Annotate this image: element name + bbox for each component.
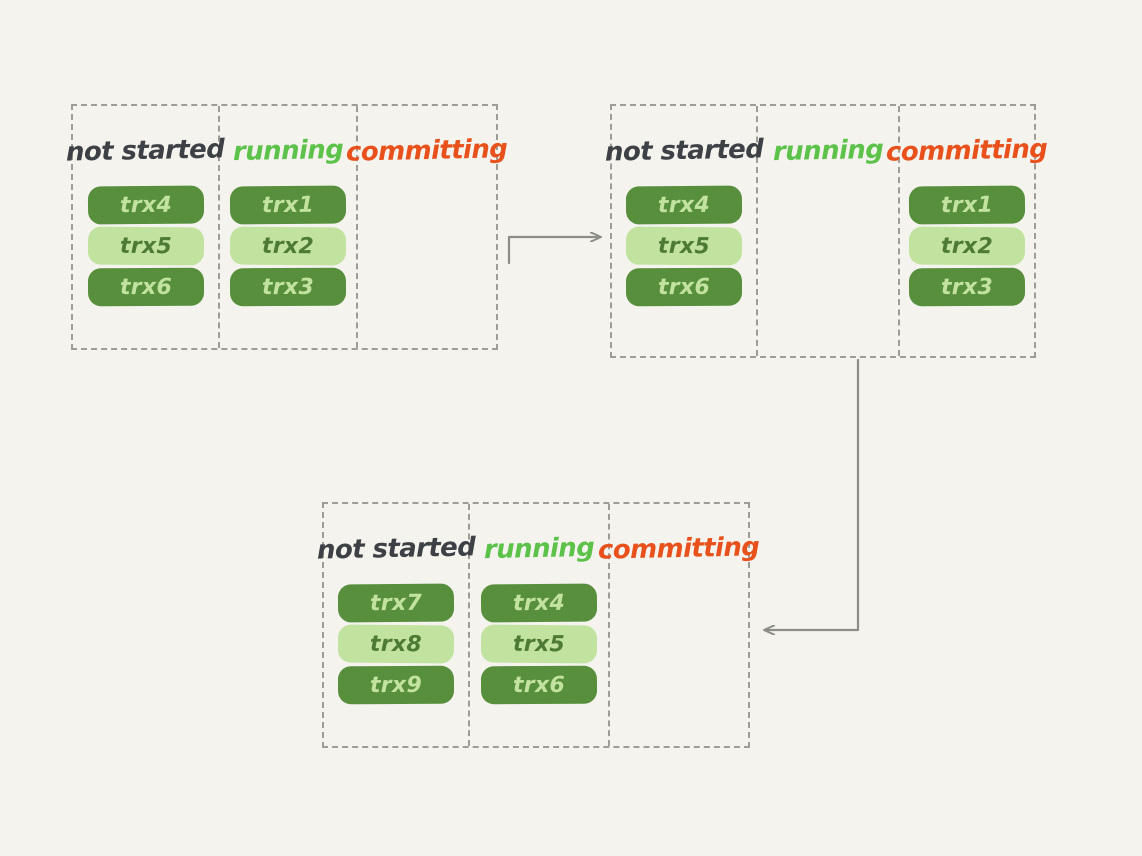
column-committing-2[interactable]: committing trx1 trx2 trx3 bbox=[886, 106, 1048, 356]
column-committing-3[interactable]: committing bbox=[598, 504, 760, 746]
column-committing-1[interactable]: committing bbox=[346, 106, 508, 348]
pill-stack-running-3: trx4 trx5 trx6 bbox=[480, 583, 598, 707]
pill-stack-not-started-1: trx4 trx5 trx6 bbox=[87, 185, 204, 309]
trx-pill[interactable]: trx7 bbox=[337, 583, 455, 623]
pill-stack-not-started-3: trx7 trx8 trx9 bbox=[337, 583, 455, 707]
state-panel-1[interactable]: not started trx4 trx5 trx6 running trx1 … bbox=[66, 104, 508, 350]
trx-pill[interactable]: trx2 bbox=[908, 226, 1026, 266]
trx-pill[interactable]: trx4 bbox=[625, 185, 743, 225]
state-panel-3[interactable]: not started trx7 trx8 trx9 running trx4 … bbox=[317, 502, 760, 748]
column-title-running: running bbox=[772, 134, 884, 168]
trx-pill[interactable]: trx3 bbox=[908, 267, 1026, 307]
trx-pill[interactable]: trx5 bbox=[87, 226, 204, 266]
column-title-not-started: not started bbox=[66, 134, 225, 168]
state-panel-2[interactable]: not started trx4 trx5 trx6 running commi… bbox=[605, 104, 1048, 358]
trx-pill[interactable]: trx5 bbox=[480, 624, 598, 664]
arrow-panel2-to-panel3 bbox=[765, 358, 860, 630]
trx-pill[interactable]: trx8 bbox=[337, 624, 455, 664]
trx-pill[interactable]: trx6 bbox=[480, 665, 598, 705]
column-not-started-2[interactable]: not started trx4 trx5 trx6 bbox=[605, 106, 763, 356]
trx-pill[interactable]: trx6 bbox=[625, 267, 743, 307]
trx-pill[interactable]: trx9 bbox=[337, 665, 455, 705]
column-not-started-3[interactable]: not started trx7 trx8 trx9 bbox=[317, 504, 475, 746]
pill-stack-running-1: trx1 trx2 trx3 bbox=[229, 185, 347, 309]
trx-pill[interactable]: trx1 bbox=[908, 185, 1026, 225]
column-not-started-1[interactable]: not started trx4 trx5 trx6 bbox=[66, 106, 225, 348]
trx-pill[interactable]: trx4 bbox=[480, 583, 598, 623]
arrow-panel1-to-panel2 bbox=[507, 237, 600, 265]
pill-stack-committing-2: trx1 trx2 trx3 bbox=[908, 185, 1026, 309]
column-title-committing: committing bbox=[598, 532, 760, 566]
trx-pill[interactable]: trx3 bbox=[229, 267, 347, 307]
column-running-1[interactable]: running trx1 trx2 trx3 bbox=[220, 106, 358, 348]
column-title-committing: committing bbox=[886, 134, 1048, 168]
column-title-running: running bbox=[232, 134, 344, 168]
column-title-running: running bbox=[483, 532, 595, 566]
trx-pill[interactable]: trx2 bbox=[229, 226, 347, 266]
trx-pill[interactable]: trx4 bbox=[87, 185, 204, 225]
pill-stack-not-started-2: trx4 trx5 trx6 bbox=[625, 185, 743, 309]
column-title-not-started: not started bbox=[604, 134, 764, 168]
column-title-committing: committing bbox=[346, 134, 508, 168]
column-title-not-started: not started bbox=[316, 532, 476, 566]
trx-pill[interactable]: trx1 bbox=[229, 185, 347, 225]
column-running-3[interactable]: running trx4 trx5 trx6 bbox=[470, 504, 610, 746]
trx-pill[interactable]: trx5 bbox=[625, 226, 743, 266]
column-running-2[interactable]: running bbox=[758, 106, 900, 356]
trx-pill[interactable]: trx6 bbox=[87, 267, 204, 307]
